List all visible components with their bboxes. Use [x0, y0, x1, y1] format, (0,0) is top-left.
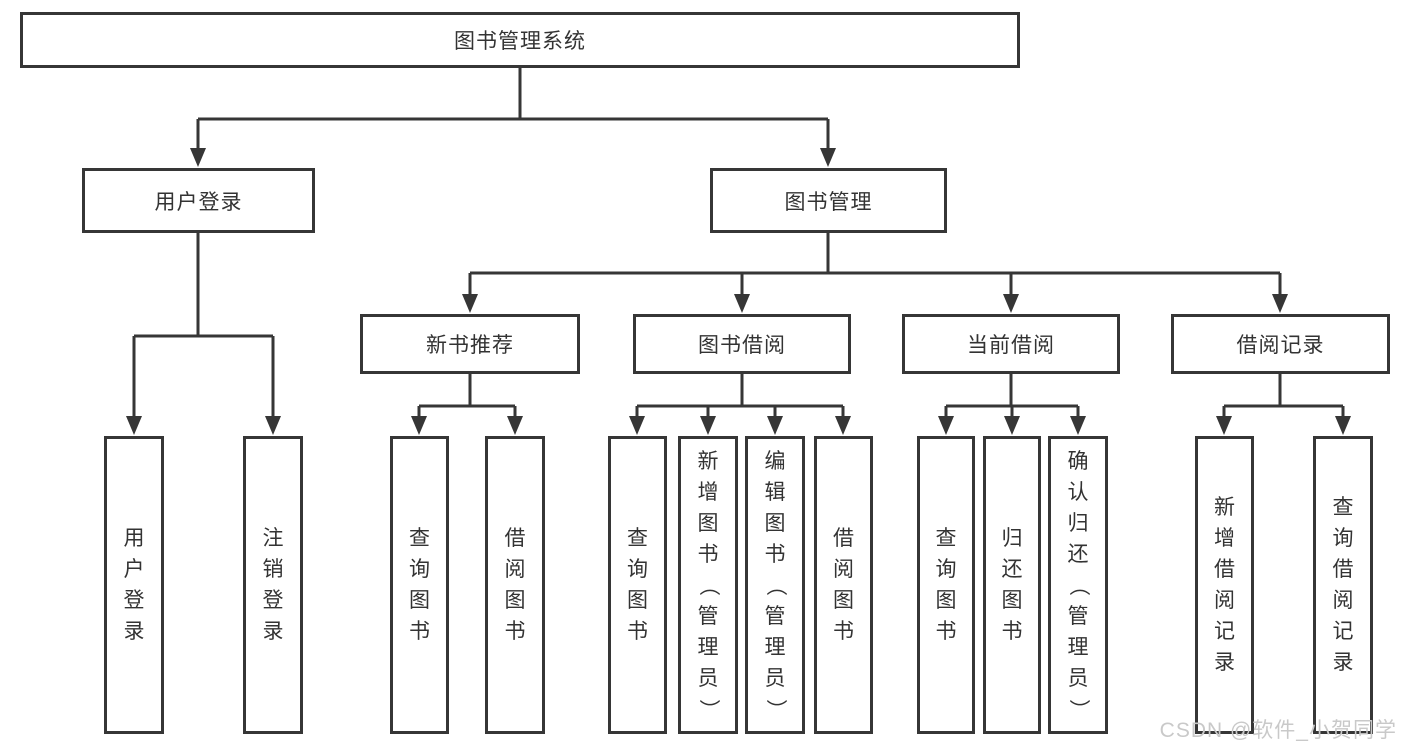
leaf-bb-borrow-books-label: 借阅图书 — [833, 527, 854, 643]
leaf-user-login-label: 用户登录 — [123, 527, 145, 643]
leaf-nbr-borrow-books: 借阅图书 — [485, 436, 545, 734]
leaf-nbr-query-books-label: 查询图书 — [409, 527, 430, 643]
node-book-management: 图书管理 — [710, 168, 947, 233]
leaf-bb-query-books-label: 查询图书 — [627, 527, 648, 643]
leaf-logout-label: 注销登录 — [262, 527, 284, 643]
node-book-borrow-label: 图书借阅 — [698, 334, 786, 357]
leaf-bb-edit-books-admin: 编辑图书（管理员） — [745, 436, 805, 734]
leaf-cb-query-books: 查询图书 — [917, 436, 975, 734]
node-borrow-records: 借阅记录 — [1171, 314, 1390, 374]
node-user-login: 用户登录 — [82, 168, 315, 233]
leaf-nbr-borrow-books-label: 借阅图书 — [504, 527, 526, 643]
leaf-cb-return-books-label: 归还图书 — [1001, 527, 1023, 643]
node-new-book-recommend: 新书推荐 — [360, 314, 580, 374]
leaf-nbr-query-books: 查询图书 — [390, 436, 449, 734]
leaf-bb-edit-books-admin-label: 编辑图书（管理员） — [763, 449, 787, 720]
leaf-br-add-record: 新增借阅记录 — [1195, 436, 1254, 734]
leaf-br-add-record-label: 新增借阅记录 — [1214, 496, 1235, 674]
node-current-borrow: 当前借阅 — [902, 314, 1120, 374]
node-user-login-label: 用户登录 — [154, 190, 243, 214]
leaf-bb-add-books-admin: 新增图书（管理员） — [678, 436, 738, 734]
node-borrow-records-label: 借阅记录 — [1236, 334, 1325, 357]
leaf-cb-confirm-return-admin-label: 确认归还（管理员） — [1066, 449, 1090, 720]
leaf-br-query-record-label: 查询借阅记录 — [1332, 496, 1354, 674]
node-book-borrow: 图书借阅 — [633, 314, 851, 374]
leaf-cb-confirm-return-admin: 确认归还（管理员） — [1048, 436, 1108, 734]
leaf-cb-query-books-label: 查询图书 — [935, 527, 957, 643]
node-root: 图书管理系统 — [20, 12, 1020, 68]
leaf-bb-query-books: 查询图书 — [608, 436, 667, 734]
leaf-bb-add-books-admin-label: 新增图书（管理员） — [696, 449, 720, 720]
leaf-cb-return-books: 归还图书 — [983, 436, 1041, 734]
node-current-borrow-label: 当前借阅 — [967, 334, 1055, 357]
leaf-logout: 注销登录 — [243, 436, 303, 734]
node-book-management-label: 图书管理 — [784, 190, 873, 214]
csdn-watermark: CSDN @软件_小贺同学 — [1159, 719, 1397, 742]
leaf-bb-borrow-books: 借阅图书 — [814, 436, 873, 734]
node-root-label: 图书管理系统 — [454, 30, 586, 53]
leaf-user-login: 用户登录 — [104, 436, 164, 734]
leaf-br-query-record: 查询借阅记录 — [1313, 436, 1373, 734]
node-new-book-recommend-label: 新书推荐 — [426, 334, 514, 357]
